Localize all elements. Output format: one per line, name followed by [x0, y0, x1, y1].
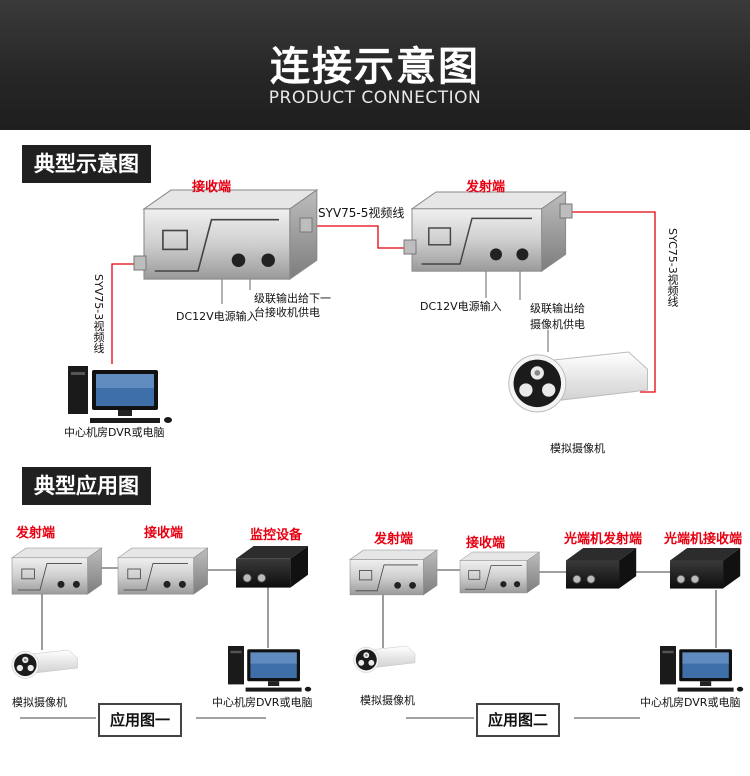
- page-title: 连接示意图: [270, 44, 480, 90]
- cascade-label-line1: 级联输出给下一: [254, 292, 331, 305]
- red-cables: [111, 211, 656, 393]
- transmitter-bnc-connector: [403, 203, 573, 255]
- app2-fiber-tx-label: 光端机发射端: [564, 532, 643, 547]
- app1-monitor-device: [235, 545, 309, 588]
- app2-caption: 应用图二: [476, 703, 561, 737]
- app1-camera: [11, 649, 78, 679]
- app2-receiver: [459, 551, 540, 594]
- center-pc-label: 中心机房DVR或电脑: [64, 426, 165, 439]
- cascade-label-line2: 台接收机供电: [254, 306, 320, 319]
- app2-pc: [660, 646, 744, 692]
- receiver-device: [143, 189, 318, 280]
- app2-receiver-label: 接收端: [466, 536, 506, 551]
- app2-fiber-rx-label: 光端机接收端: [664, 532, 743, 547]
- transmitter-label: 发射端: [466, 180, 506, 195]
- section-typical-diagram-heading: 典型示意图: [22, 145, 151, 183]
- analog-camera-label: 模拟摄像机: [550, 442, 605, 455]
- dc-input-label-transmitter: DC12V电源输入: [420, 300, 502, 313]
- camera-power-label-line1: 级联输出给: [530, 302, 585, 315]
- cable-label-right: SYC75-3视频线: [666, 228, 679, 307]
- section-typical-application-heading: 典型应用图: [22, 467, 151, 505]
- app2-fiber-receiver: [669, 547, 741, 589]
- app1-caption: 应用图一: [98, 703, 183, 737]
- page-subtitle: PRODUCT CONNECTION: [268, 88, 482, 108]
- app2-transmitter-label: 发射端: [374, 532, 414, 547]
- app2-pc-label: 中心机房DVR或电脑: [640, 696, 741, 709]
- app2-camera-label: 模拟摄像机: [360, 694, 415, 707]
- app1-transmitter-label: 发射端: [16, 526, 56, 541]
- app1-pc-label: 中心机房DVR或电脑: [212, 696, 313, 709]
- app2-transmitter: [349, 549, 438, 596]
- app1-camera-label: 模拟摄像机: [12, 696, 67, 709]
- gray-cables: [221, 268, 549, 352]
- app2-fiber-transmitter: [565, 547, 637, 589]
- receiver-bnc-connector: [133, 217, 313, 271]
- center-pc: [68, 366, 172, 423]
- dc-input-label-receiver: DC12V电源输入: [176, 310, 258, 323]
- app1-receiver: [117, 547, 209, 595]
- app1-receiver-label: 接收端: [144, 526, 184, 541]
- cable-label-left: SYV75-3视频线: [92, 274, 105, 354]
- app1-pc: [228, 646, 312, 692]
- app2-camera: [353, 645, 416, 673]
- camera-power-label-line2: 摄像机供电: [530, 318, 585, 331]
- header-banner: 连接示意图 PRODUCT CONNECTION: [0, 0, 750, 130]
- cable-label-top: SYV75-5视频线: [318, 206, 405, 220]
- app1-monitor-label: 监控设备: [250, 528, 303, 543]
- app1-transmitter: [11, 547, 103, 595]
- transmitter-device: [411, 191, 567, 272]
- analog-camera: [508, 351, 648, 413]
- receiver-label: 接收端: [192, 180, 232, 195]
